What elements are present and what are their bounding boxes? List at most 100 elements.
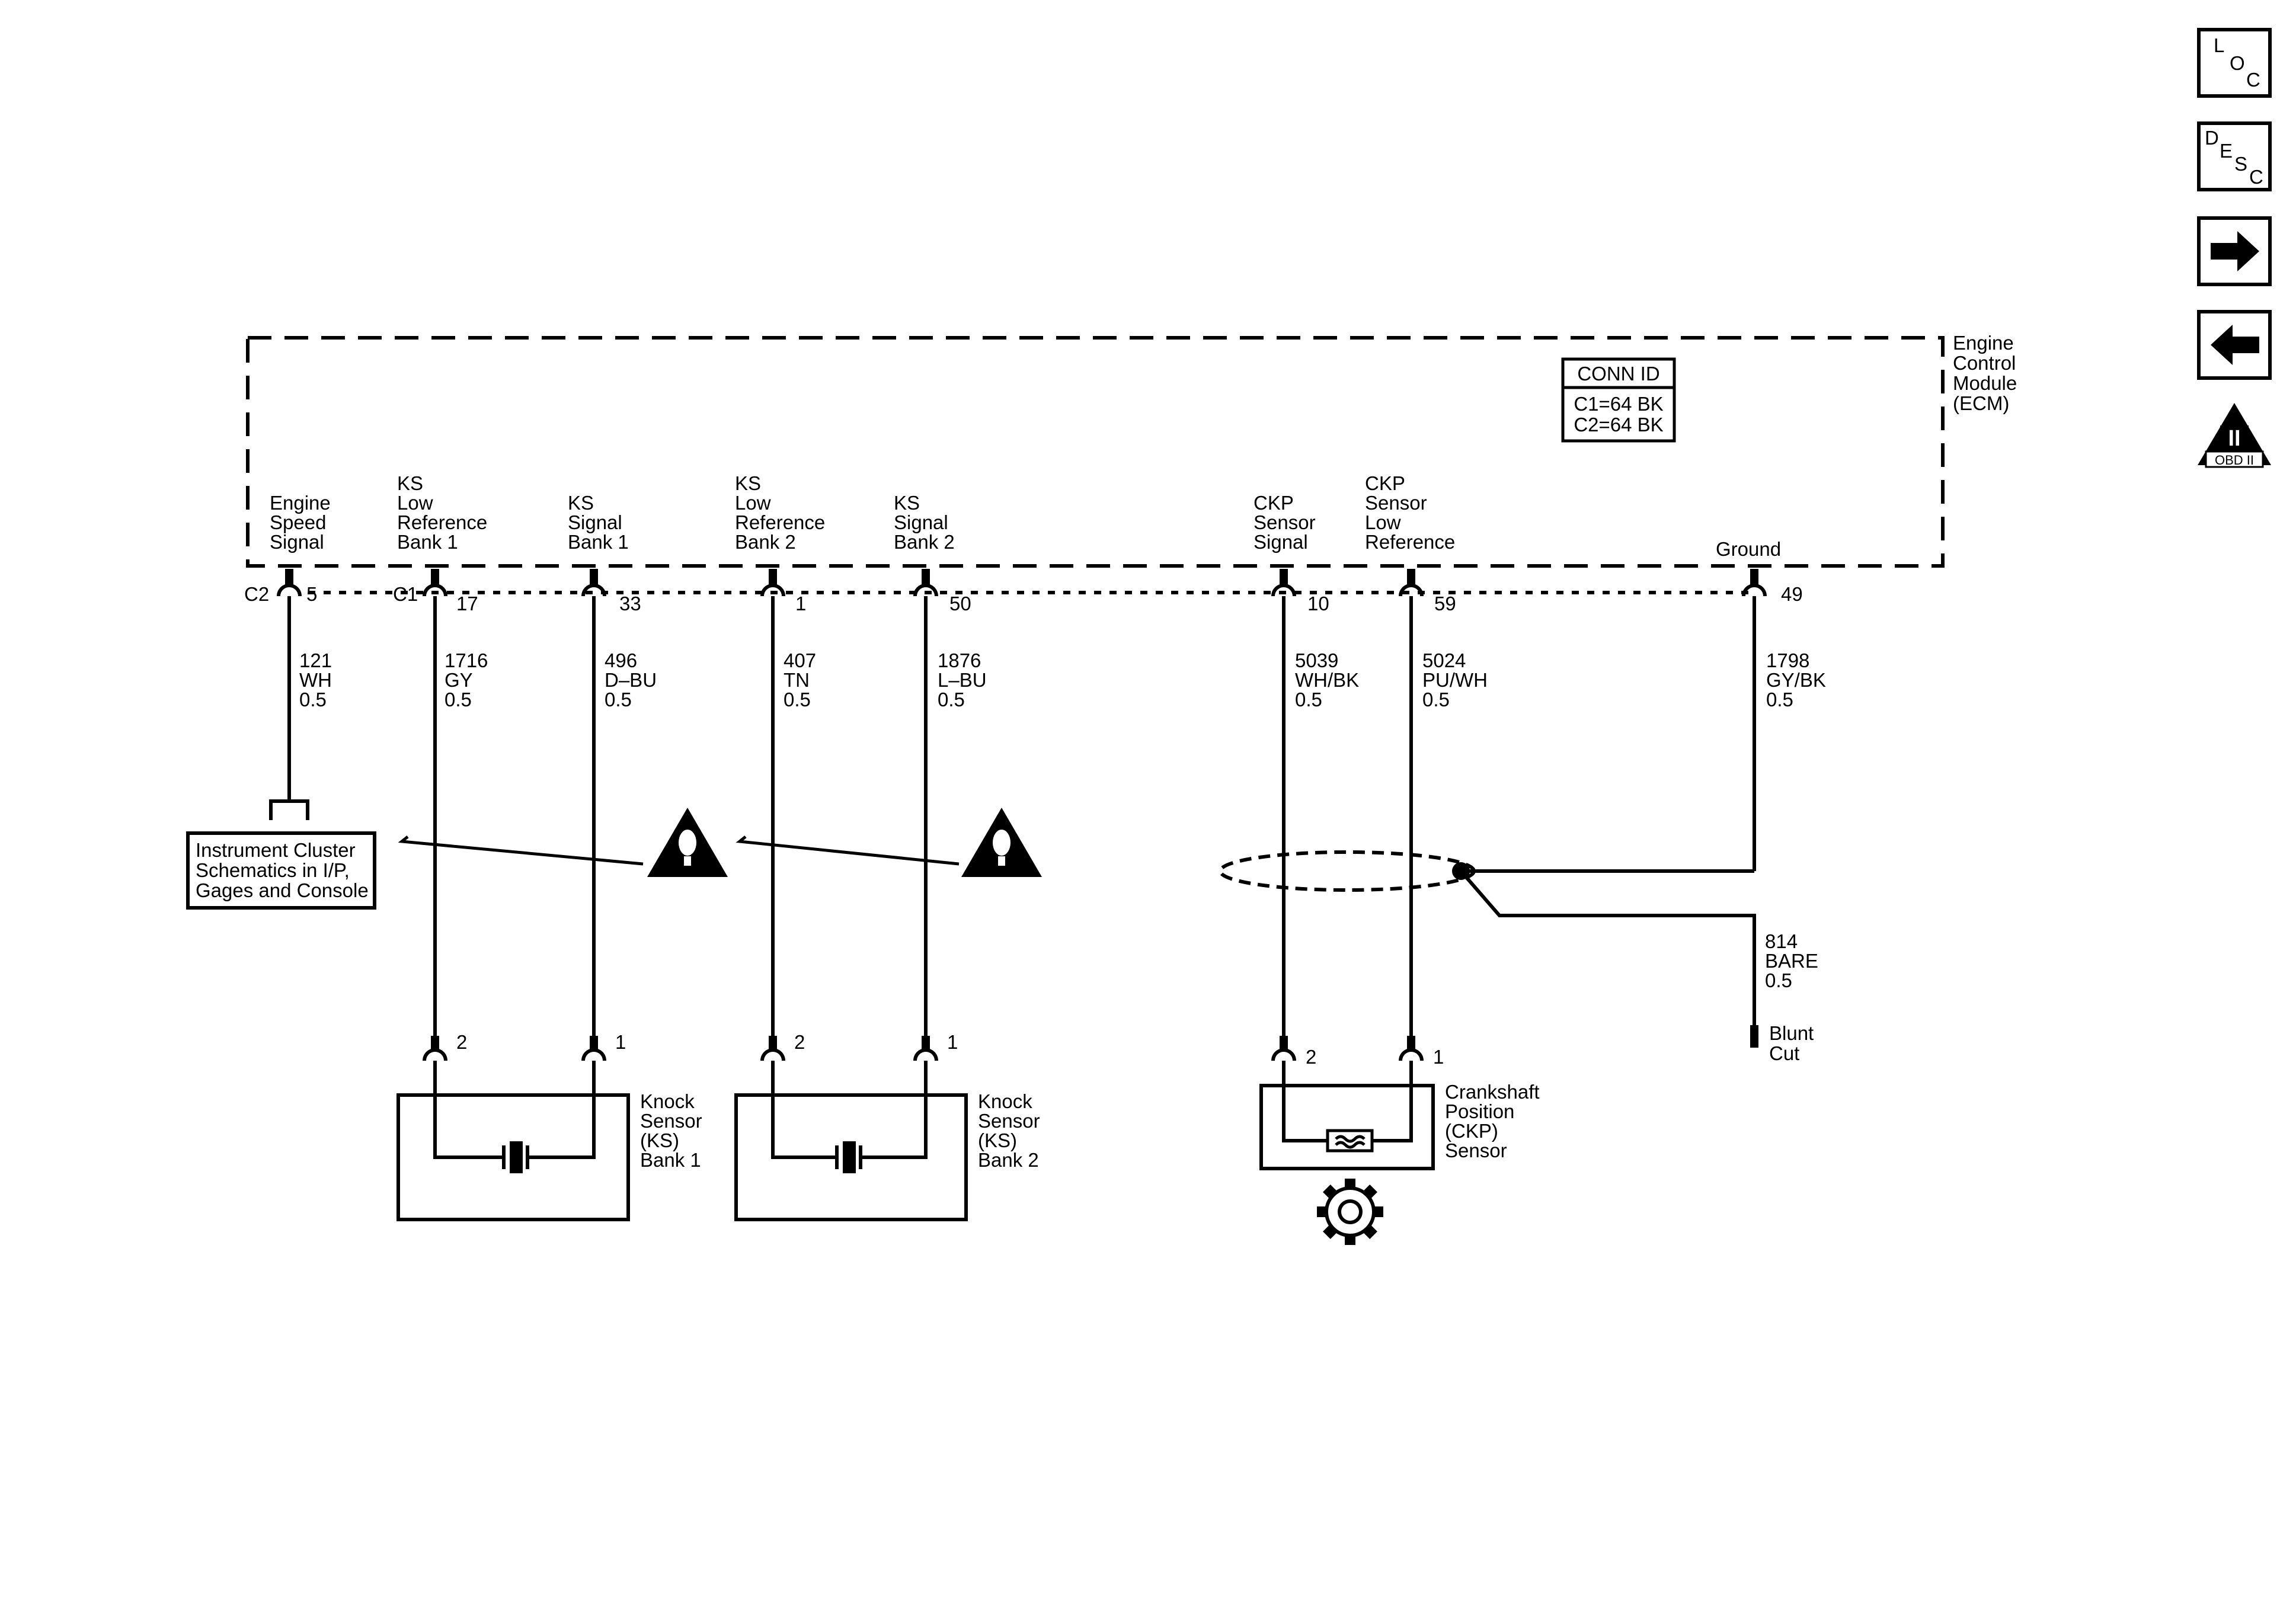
- circuit-ckp-signal: CKP Sensor Signal 10 5039 WH/BK 0.5: [1253, 492, 1359, 1050]
- circuit-ks-low-ref-bank1: KS Low Reference Bank 1 17 1716 GY 0.5: [397, 472, 488, 1050]
- svg-text:Cut: Cut: [1769, 1042, 1799, 1064]
- connector-c1-label: C1: [393, 583, 418, 605]
- svg-text:Signal: Signal: [1253, 531, 1308, 553]
- svg-text:1798: 1798: [1766, 649, 1809, 671]
- svg-text:Gages and Console: Gages and Console: [196, 879, 369, 901]
- nav-loc-button[interactable]: L O C: [2197, 28, 2272, 98]
- svg-text:59: 59: [1434, 593, 1456, 614]
- svg-text:Knock: Knock: [640, 1090, 695, 1112]
- instrument-cluster-reference-box[interactable]: Instrument Cluster Schematics in I/P, Ga…: [186, 831, 376, 910]
- svg-text:1: 1: [947, 1031, 958, 1053]
- svg-text:Sensor: Sensor: [978, 1110, 1040, 1132]
- nav-forward-button[interactable]: [2197, 216, 2272, 286]
- svg-text:(ECM): (ECM): [1953, 392, 2009, 414]
- svg-text:Control: Control: [1953, 352, 2016, 374]
- svg-text:1: 1: [615, 1031, 626, 1053]
- svg-text:5039: 5039: [1295, 649, 1338, 671]
- svg-text:Signal: Signal: [270, 531, 324, 553]
- svg-text:PU/WH: PU/WH: [1422, 669, 1488, 691]
- svg-text:GY/BK: GY/BK: [1766, 669, 1826, 691]
- svg-text:KS: KS: [397, 472, 423, 494]
- circuit-ks-low-ref-bank2: KS Low Reference Bank 2 1 407 TN 0.5: [735, 472, 825, 1050]
- svg-text:(CKP): (CKP): [1445, 1120, 1498, 1142]
- svg-text:Low: Low: [1365, 511, 1401, 533]
- svg-text:1: 1: [795, 593, 806, 614]
- svg-text:17: 17: [456, 593, 478, 614]
- ckp-sensor: 2 1 Crankshaft Position (CKP) Sensor: [1259, 1036, 1540, 1170]
- svg-text:Signal: Signal: [894, 511, 948, 533]
- svg-text:0.5: 0.5: [784, 689, 811, 710]
- svg-text:S: S: [2234, 153, 2247, 175]
- svg-text:407: 407: [784, 649, 816, 671]
- svg-text:CKP: CKP: [1365, 472, 1405, 494]
- nav-desc-button[interactable]: D E S C: [2197, 121, 2272, 191]
- caution-leader-1: [398, 836, 644, 866]
- caution-icon[interactable]: [961, 808, 1042, 877]
- nav-back-button[interactable]: [2197, 310, 2272, 380]
- svg-text:496: 496: [605, 649, 637, 671]
- svg-text:(KS): (KS): [640, 1129, 679, 1151]
- svg-text:2: 2: [456, 1031, 467, 1053]
- svg-text:33: 33: [619, 593, 641, 614]
- svg-text:C1=64 BK: C1=64 BK: [1574, 393, 1663, 415]
- svg-text:KS: KS: [568, 492, 594, 514]
- svg-text:Reference: Reference: [1365, 531, 1455, 553]
- svg-text:C: C: [2246, 69, 2260, 91]
- svg-text:KS: KS: [735, 472, 761, 494]
- knock-sensor-bank1: 2 1 Knock Sensor (KS) Bank 1: [396, 1031, 702, 1221]
- conn-id-table: CONN ID C1=64 BK C2=64 BK: [1561, 357, 1676, 443]
- svg-text:0.5: 0.5: [605, 689, 632, 710]
- svg-text:D: D: [2205, 127, 2219, 149]
- svg-text:Signal: Signal: [568, 511, 622, 533]
- svg-text:WH: WH: [299, 669, 332, 691]
- svg-text:Bank 1: Bank 1: [568, 531, 629, 553]
- svg-text:Engine: Engine: [270, 492, 331, 514]
- svg-text:49: 49: [1781, 583, 1803, 605]
- svg-text:TN: TN: [784, 669, 810, 691]
- svg-text:5024: 5024: [1422, 649, 1466, 671]
- svg-text:D–BU: D–BU: [605, 669, 657, 691]
- svg-text:Schematics in I/P,: Schematics in I/P,: [196, 859, 350, 881]
- svg-text:0.5: 0.5: [1765, 969, 1792, 991]
- svg-text:Speed: Speed: [270, 511, 326, 533]
- svg-text:Bank 2: Bank 2: [978, 1149, 1039, 1171]
- svg-text:0.5: 0.5: [1295, 689, 1322, 710]
- svg-text:KS: KS: [894, 492, 920, 514]
- svg-text:50: 50: [949, 593, 971, 614]
- arrow-right-icon: [2211, 231, 2259, 271]
- svg-text:0.5: 0.5: [1422, 689, 1450, 710]
- svg-text:0.5: 0.5: [299, 689, 327, 710]
- svg-text:Sensor: Sensor: [1445, 1140, 1507, 1161]
- svg-text:II: II: [2228, 426, 2240, 451]
- svg-text:Sensor: Sensor: [640, 1110, 702, 1132]
- svg-text:Reference: Reference: [735, 511, 825, 533]
- svg-text:Engine: Engine: [1953, 332, 2014, 354]
- svg-text:Low: Low: [735, 492, 771, 514]
- svg-text:Low: Low: [397, 492, 433, 514]
- circuit-ks-signal-bank2: KS Signal Bank 2 50 1876 L–BU 0.5: [894, 492, 987, 1050]
- svg-text:CONN ID: CONN ID: [1577, 363, 1659, 385]
- svg-text:0.5: 0.5: [1766, 689, 1793, 710]
- svg-text:CKP: CKP: [1253, 492, 1294, 514]
- svg-text:L–BU: L–BU: [938, 669, 987, 691]
- svg-text:0.5: 0.5: [938, 689, 965, 710]
- svg-text:814: 814: [1765, 930, 1798, 952]
- svg-text:Bank 1: Bank 1: [397, 531, 458, 553]
- svg-text:Position: Position: [1445, 1100, 1514, 1122]
- circuit-ground: Ground 49 1798 GY/BK 0.5: [1461, 538, 1826, 873]
- svg-text:Sensor: Sensor: [1365, 492, 1427, 514]
- svg-text:E: E: [2220, 140, 2233, 162]
- svg-text:Ground: Ground: [1716, 538, 1781, 560]
- svg-text:Reference: Reference: [397, 511, 487, 533]
- svg-text:BARE: BARE: [1765, 950, 1818, 972]
- nav-obd-button[interactable]: II OBD II: [2198, 403, 2271, 468]
- svg-text:10: 10: [1307, 593, 1329, 614]
- svg-text:L: L: [2214, 34, 2224, 56]
- svg-text:O: O: [2230, 52, 2245, 74]
- svg-text:Blunt: Blunt: [1769, 1022, 1814, 1044]
- circuit-ckp-low-ref: CKP Sensor Low Reference 59 5024 PU/WH 0…: [1365, 472, 1488, 1050]
- svg-text:1876: 1876: [938, 649, 981, 671]
- caution-icon[interactable]: [647, 808, 728, 877]
- ecm-outline: [246, 336, 1945, 568]
